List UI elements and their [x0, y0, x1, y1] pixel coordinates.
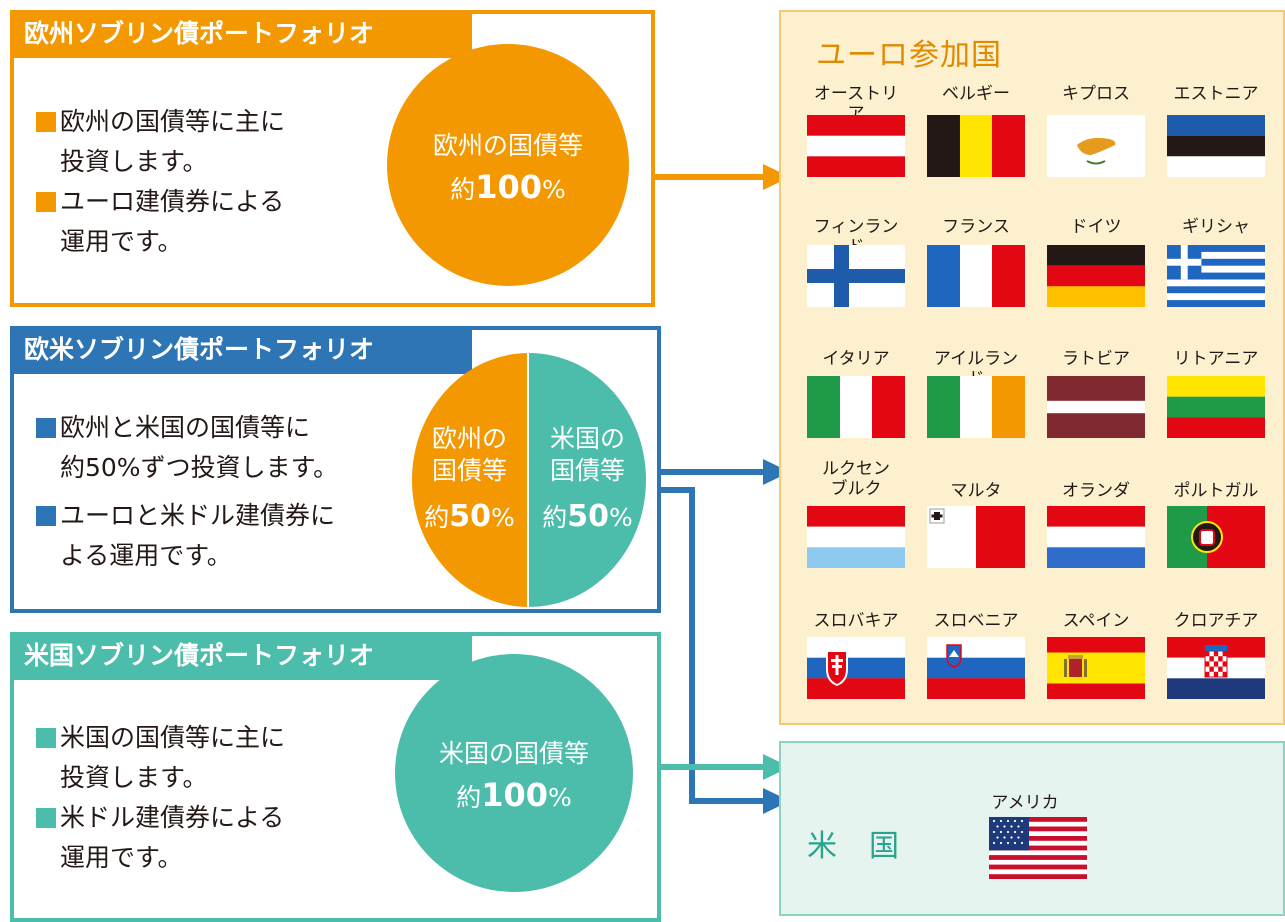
bullet-item: 米国の国債等に主に 投資します。	[36, 718, 285, 798]
belgium-flag	[927, 115, 1025, 177]
country-label: クロアチア	[1173, 611, 1259, 631]
greece-flag	[1167, 245, 1265, 307]
country-label: ベルギー	[942, 84, 1010, 104]
spain-flag	[1047, 637, 1145, 699]
country-label: フランス	[942, 217, 1010, 237]
bullet-text: よる運用です。	[60, 541, 232, 570]
euro-us-portfolio-bullets: 欧州と米国の国債等に 約50%ずつ投資します。 ユーロと米ドル建債券に よる運用…	[36, 408, 338, 576]
allocation-value: 約100%	[450, 168, 566, 206]
bullet-item: ユーロ建債券による 運用です。	[36, 182, 285, 262]
half-label: 国債等	[431, 456, 507, 485]
half-label: 米国の	[549, 424, 625, 453]
bullet-text: 投資します。	[60, 147, 208, 176]
bullet-text: 運用です。	[60, 843, 183, 872]
bullet-text: 米国の国債等に主に	[60, 723, 286, 752]
allocation-value: 約100%	[456, 776, 572, 814]
bullet-text: 欧州と米国の国債等に	[60, 413, 311, 442]
estonia-flag	[1167, 115, 1265, 177]
country-label: イタリア	[822, 349, 890, 369]
finland-flag	[807, 245, 905, 307]
malta-flag	[927, 506, 1025, 568]
bullet-text: ユーロと米ドル建債券に	[60, 501, 336, 530]
bullet-item: 米ドル建債券による 運用です。	[36, 798, 285, 878]
luxembourg-flag	[807, 506, 905, 568]
us-portfolio-panel: 米国ソブリン債ポートフォリオ 米国の国債等に主に 投資します。 米ドル建債券によ…	[10, 632, 661, 922]
europe-half: 欧州の 国債等 約50%	[412, 353, 529, 607]
us-box: 米 国 アメリカ	[779, 741, 1285, 916]
bullet-item: 欧州の国債等に主に 投資します。	[36, 102, 285, 182]
netherlands-flag	[1047, 506, 1145, 568]
bullet-text: 欧州の国債等に主に	[60, 107, 286, 136]
us-allocation-circle: 米国の国債等 約100%	[395, 654, 633, 892]
country-label: ドイツ	[1070, 217, 1122, 237]
country-label-usa: アメリカ	[991, 793, 1059, 813]
country-label: キプロス	[1062, 84, 1130, 104]
blue-square-icon	[36, 506, 56, 526]
us-portfolio-bullets: 米国の国債等に主に 投資します。 米ドル建債券による 運用です。	[36, 718, 285, 878]
teal-square-icon	[36, 728, 56, 748]
country-label: オランダ	[1062, 481, 1130, 501]
lithuania-flag	[1167, 376, 1265, 438]
country-label: スペイン	[1062, 611, 1130, 631]
allocation-label: 米国の国債等	[438, 739, 589, 768]
bullet-text: 米ドル建債券による	[60, 803, 285, 832]
country-label: エストニア	[1173, 84, 1259, 104]
bullet-item: ユーロと米ドル建債券に よる運用です。	[36, 496, 338, 576]
country-label: マルタ	[950, 481, 1002, 501]
euro-us-split-circle: 欧州の 国債等 約50% 米国の 国債等 約50%	[412, 353, 646, 607]
cyprus-flag	[1047, 115, 1145, 177]
bullet-text: 投資します。	[60, 763, 208, 792]
europe-portfolio-panel: 欧州ソブリン債ポートフォリオ 欧州の国債等に主に 投資します。 ユーロ建債券によ…	[10, 10, 655, 307]
france-flag	[927, 245, 1025, 307]
europe-portfolio-title: 欧州ソブリン債ポートフォリオ	[10, 10, 472, 58]
blue-arrow-lower	[661, 487, 765, 804]
us-portfolio-title: 米国ソブリン債ポートフォリオ	[10, 632, 472, 680]
half-label: 欧州の	[431, 424, 507, 453]
country-label: ポルトガル	[1173, 481, 1259, 501]
country-label: リトアニア	[1173, 349, 1259, 369]
slovenia-flag	[927, 637, 1025, 699]
country-label: ルクセンブルク	[822, 459, 890, 499]
europe-portfolio-bullets: 欧州の国債等に主に 投資します。 ユーロ建債券による 運用です。	[36, 102, 285, 262]
latvia-flag	[1047, 376, 1145, 438]
half-value: 約50%	[542, 499, 633, 534]
euro-us-portfolio-panel: 欧米ソブリン債ポートフォリオ 欧州と米国の国債等に 約50%ずつ投資します。 ユ…	[10, 326, 661, 613]
teal-square-icon	[36, 808, 56, 828]
austria-flag	[807, 115, 905, 177]
bullet-text: ユーロ建債券による	[60, 187, 285, 216]
blue-square-icon	[36, 418, 56, 438]
us-title: 米 国	[807, 829, 900, 864]
europe-allocation-circle: 欧州の国債等 約100%	[387, 44, 629, 286]
ireland-flag	[927, 376, 1025, 438]
allocation-label: 欧州の国債等	[432, 131, 583, 160]
country-label: スロバキア	[813, 611, 899, 631]
country-label: ギリシャ	[1182, 217, 1250, 237]
bullet-item: 欧州と米国の国債等に 約50%ずつ投資します。	[36, 408, 338, 488]
usa-flag	[989, 817, 1087, 879]
euro-area-title: ユーロ参加国	[816, 38, 1002, 73]
half-label: 国債等	[549, 456, 625, 485]
croatia-flag	[1167, 637, 1265, 699]
slovakia-flag	[807, 637, 905, 699]
euro-us-portfolio-title: 欧米ソブリン債ポートフォリオ	[10, 326, 472, 374]
germany-flag	[1047, 245, 1145, 307]
country-label: ラトビア	[1062, 349, 1130, 369]
italy-flag	[807, 376, 905, 438]
portugal-flag	[1167, 506, 1265, 568]
bullet-text: 運用です。	[60, 227, 183, 256]
bullet-text: 約50%ずつ投資します。	[60, 453, 339, 482]
orange-square-icon	[36, 112, 56, 132]
country-label: スロベニア	[933, 611, 1019, 631]
us-half: 米国の 国債等 約50%	[529, 353, 646, 607]
half-value: 約50%	[424, 499, 515, 534]
orange-square-icon	[36, 192, 56, 212]
